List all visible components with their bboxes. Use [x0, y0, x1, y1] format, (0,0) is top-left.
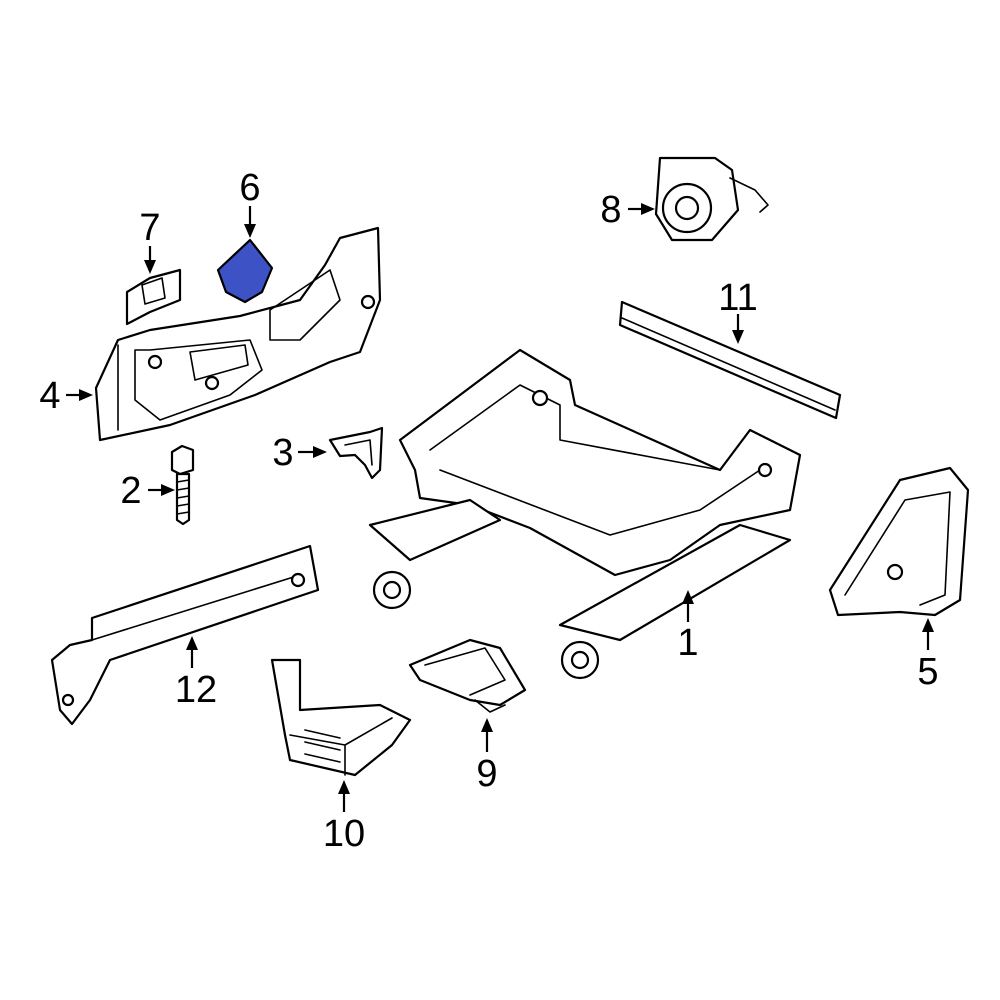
- part-1-seat-frame[interactable]: [368, 348, 802, 680]
- callout-11: 11: [718, 277, 757, 319]
- part-7-clip[interactable]: [125, 268, 182, 326]
- part-6-cap-highlighted[interactable]: [216, 238, 274, 304]
- part-10-switch-module[interactable]: [270, 658, 412, 777]
- part-5-side-shield[interactable]: [828, 466, 970, 617]
- callout-12: 12: [175, 669, 217, 711]
- callout-6: 6: [239, 167, 260, 209]
- callout-7: 7: [139, 207, 160, 249]
- leader-lines: [66, 203, 934, 812]
- callout-labels: 1 2 3 4 5 6 7 8 9 10 11 12: [39, 167, 938, 855]
- callout-10: 10: [323, 813, 365, 855]
- part-3-bracket[interactable]: [328, 426, 384, 480]
- callout-5: 5: [917, 651, 938, 693]
- part-9-module-box[interactable]: [408, 638, 527, 713]
- part-11-cross-bar[interactable]: [618, 300, 842, 420]
- part-8-motor[interactable]: [654, 156, 769, 242]
- callout-4: 4: [39, 375, 60, 417]
- callout-3: 3: [272, 432, 293, 474]
- callout-1: 1: [677, 622, 698, 664]
- callout-8: 8: [600, 189, 621, 231]
- part-4-side-panel[interactable]: [94, 226, 382, 442]
- part-2-bolt[interactable]: [170, 444, 195, 526]
- callout-9: 9: [476, 753, 497, 795]
- callout-2: 2: [120, 470, 141, 512]
- part-12-rail-cover[interactable]: [50, 544, 320, 726]
